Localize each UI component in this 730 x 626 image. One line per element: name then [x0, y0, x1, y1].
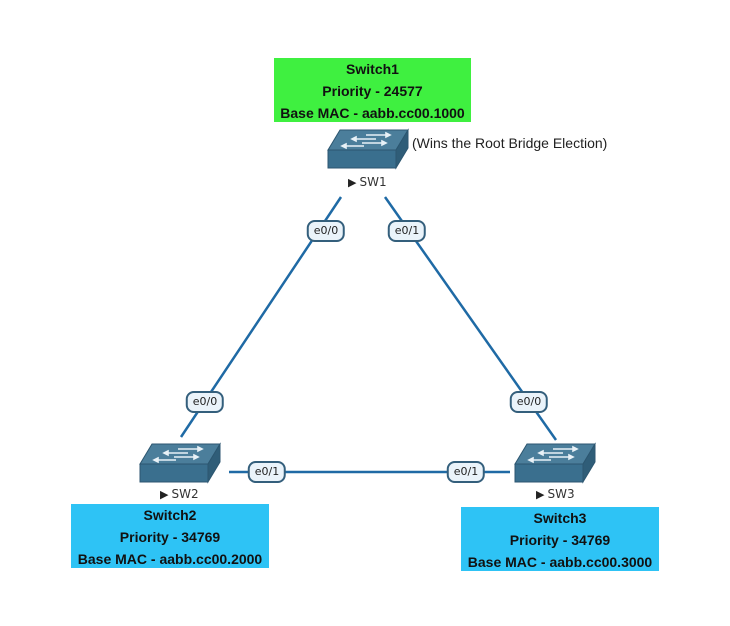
switch1-info-box: Switch1 Priority - 24577 Base MAC - aabb… [274, 58, 471, 122]
switch3-mac: Base MAC - aabb.cc00.3000 [467, 554, 653, 570]
port-label-sw2-e0-0: e0/0 [185, 391, 225, 413]
port-label-sw1-e0-0: e0/0 [306, 220, 346, 242]
switch3-icon[interactable] [513, 442, 597, 484]
port-label-sw2-e0-1: e0/1 [247, 461, 287, 483]
switch2-info-box: Switch2 Priority - 34769 Base MAC - aabb… [71, 504, 269, 568]
port-label-sw3-e0-1: e0/1 [446, 461, 486, 483]
switch1-label: ▶SW1 [348, 175, 387, 189]
switch2-mac: Base MAC - aabb.cc00.2000 [77, 551, 263, 567]
expand-arrow-icon[interactable]: ▶ [160, 488, 169, 501]
switch1-name: Switch1 [346, 61, 399, 77]
switch3-label: ▶SW3 [536, 487, 575, 501]
switch1-mac: Base MAC - aabb.cc00.1000 [280, 105, 465, 121]
switch3-name: Switch3 [533, 510, 587, 526]
switch2-icon[interactable] [138, 442, 222, 484]
expand-arrow-icon[interactable]: ▶ [348, 176, 357, 189]
expand-arrow-icon[interactable]: ▶ [536, 488, 545, 501]
port-label-sw3-e0-0: e0/0 [509, 391, 549, 413]
switch3-priority: Priority - 34769 [509, 532, 611, 548]
switch2-label: ▶SW2 [160, 487, 199, 501]
switch1-icon[interactable] [326, 128, 410, 170]
switch1-priority: Priority - 24577 [322, 83, 423, 99]
switch2-priority: Priority - 34769 [119, 529, 221, 545]
port-label-sw1-e0-1: e0/1 [387, 220, 427, 242]
switch2-name: Switch2 [143, 507, 197, 523]
switch3-info-box: Switch3 Priority - 34769 Base MAC - aabb… [461, 507, 659, 571]
root-bridge-note: (Wins the Root Bridge Election) [412, 135, 608, 151]
